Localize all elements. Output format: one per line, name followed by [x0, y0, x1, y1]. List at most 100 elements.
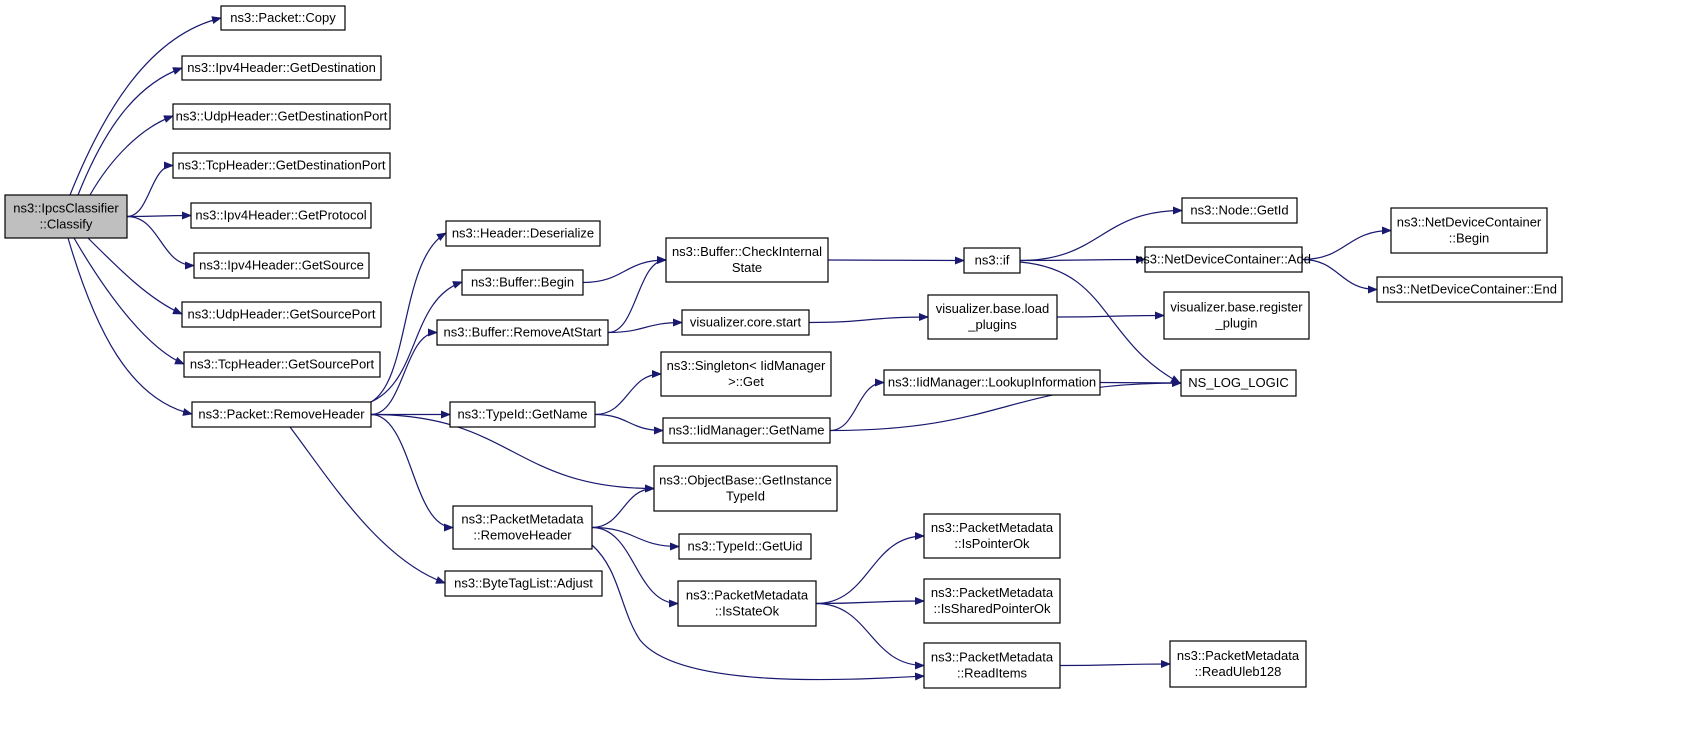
node-label: ns3::PacketMetadata: [1177, 648, 1300, 663]
function-node[interactable]: ns3::Ipv4Header::GetDestination: [181, 55, 382, 81]
call-edge: [827, 256, 965, 265]
function-node[interactable]: ns3::Packet::RemoveHeader: [191, 401, 372, 428]
node-label: ::ReadItems: [957, 666, 1028, 681]
function-node[interactable]: visualizer.core.start: [681, 309, 810, 336]
node-label: ns3::TypeId::GetName: [457, 407, 587, 422]
call-edge: [591, 526, 679, 608]
node-box: [436, 319, 609, 346]
node-box: [190, 202, 372, 229]
function-node[interactable]: ns3::IpcsClassifier::Classify: [4, 194, 128, 239]
node-label: ns3::PacketMetadata: [931, 520, 1054, 535]
call-edge: [1019, 255, 1146, 264]
node-box: [883, 369, 1101, 396]
node-box: [1144, 246, 1303, 273]
node-box: [172, 152, 391, 179]
function-node[interactable]: ns3::NetDeviceContainer::Add: [1136, 246, 1311, 273]
node-box: [181, 301, 382, 328]
node-label: ns3::TcpHeader::GetSourcePort: [190, 357, 375, 372]
call-edge: [829, 379, 1182, 432]
function-node[interactable]: ns3::Header::Deserialize: [445, 220, 601, 247]
node-label: ns3::PacketMetadata: [931, 650, 1054, 665]
node-label: ns3::IidManager::LookupInformation: [888, 375, 1096, 390]
call-edge: [594, 370, 662, 416]
call-edge: [126, 215, 195, 270]
node-label: ns3::Ipv4Header::GetSource: [199, 258, 364, 273]
node-label: visualizer.base.load: [936, 301, 1049, 316]
node-box: [181, 55, 382, 81]
function-node[interactable]: ns3::Node::GetId: [1181, 197, 1298, 224]
call-edge: [370, 413, 454, 532]
function-node[interactable]: ns3::NetDeviceContainer::Begin: [1390, 207, 1548, 254]
node-label: ns3::NetDeviceContainer::End: [1382, 282, 1557, 297]
function-node[interactable]: visualizer.base.load_plugins: [927, 294, 1058, 340]
call-edge: [815, 602, 925, 670]
function-node[interactable]: ns3::PacketMetadata::ReadUleb128: [1169, 640, 1307, 688]
function-node[interactable]: ns3::Buffer::RemoveAtStart: [436, 319, 609, 346]
function-node[interactable]: ns3::PacketMetadata::IsSharedPointerOk: [923, 578, 1061, 624]
function-node[interactable]: ns3::TypeId::GetName: [449, 401, 596, 428]
function-node[interactable]: ns3::PacketMetadata::IsPointerOk: [923, 513, 1061, 559]
call-edge: [1301, 226, 1392, 261]
function-node[interactable]: NS_LOG_LOGIC: [1180, 369, 1297, 397]
call-edge: [73, 237, 185, 365]
node-label: ns3::if: [975, 253, 1010, 268]
node-box: [1169, 640, 1307, 688]
call-edge: [370, 413, 655, 493]
node-box: [681, 309, 810, 336]
node-label: ns3::NetDeviceContainer::Add: [1136, 252, 1311, 267]
call-edge: [1019, 206, 1183, 262]
function-node[interactable]: ns3::TypeId::GetUid: [678, 533, 812, 560]
node-label: ::ReadUleb128: [1195, 664, 1282, 679]
function-node[interactable]: ns3::PacketMetadata::IsStateOk: [677, 580, 817, 627]
node-box: [1376, 276, 1563, 303]
function-node[interactable]: ns3::PacketMetadata::RemoveHeader: [452, 505, 593, 550]
function-node[interactable]: ns3::if: [963, 247, 1021, 274]
function-node[interactable]: ns3::Ipv4Header::GetProtocol: [190, 202, 372, 229]
node-box: [927, 294, 1058, 340]
function-node[interactable]: ns3::PacketMetadata::ReadItems: [923, 642, 1061, 689]
node-label: ns3::ObjectBase::GetInstance: [659, 473, 832, 488]
node-label: ns3::Node::GetId: [1190, 203, 1288, 218]
node-box: [172, 103, 391, 130]
call-edge: [815, 597, 925, 606]
function-node[interactable]: ns3::Singleton< IidManager >::Get: [660, 351, 832, 397]
function-node[interactable]: ns3::TcpHeader::GetDestinationPort: [172, 152, 391, 179]
call-edge: [1301, 258, 1378, 294]
function-node[interactable]: ns3::Packet::Copy: [220, 5, 346, 31]
node-label: ::Classify: [40, 217, 93, 232]
node-label: ns3::Packet::Copy: [230, 10, 336, 25]
function-node[interactable]: ns3::ByteTagList::Adjust: [444, 570, 603, 597]
function-node[interactable]: ns3::IidManager::GetName: [662, 417, 831, 444]
function-node[interactable]: ns3::NetDeviceContainer::End: [1376, 276, 1563, 303]
node-label: visualizer.core.start: [690, 315, 802, 330]
node-box: [4, 194, 128, 239]
function-node[interactable]: ns3::IidManager::LookupInformation: [883, 369, 1101, 396]
function-node[interactable]: ns3::UdpHeader::GetDestinationPort: [172, 103, 391, 130]
call-edge: [370, 232, 447, 403]
node-label: _plugin: [1215, 316, 1258, 331]
function-node[interactable]: ns3::Buffer::Begin: [461, 269, 584, 296]
node-box: [923, 642, 1061, 689]
node-box: [1181, 197, 1298, 224]
node-box: [183, 351, 381, 378]
function-node[interactable]: ns3::UdpHeader::GetSourcePort: [181, 301, 382, 328]
call-edge: [87, 237, 183, 315]
node-label: ns3::Ipv4Header::GetDestination: [187, 60, 376, 75]
node-label: NS_LOG_LOGIC: [1188, 375, 1288, 390]
node-label: ns3::IidManager::GetName: [668, 423, 824, 438]
node-label: _plugins: [967, 317, 1017, 332]
node-box: [963, 247, 1021, 274]
call-edge: [1056, 311, 1165, 320]
node-box: [191, 401, 372, 428]
node-label: ns3::Buffer::Begin: [471, 275, 574, 290]
node-label: ::Begin: [1449, 231, 1489, 246]
call-edge: [607, 318, 683, 334]
edges: [67, 16, 1392, 681]
function-node[interactable]: ns3::Ipv4Header::GetSource: [193, 252, 370, 279]
function-node[interactable]: ns3::TcpHeader::GetSourcePort: [183, 351, 381, 378]
node-box: [449, 401, 596, 428]
call-edge: [1019, 261, 1181, 384]
function-node[interactable]: visualizer.base.register_plugin: [1163, 291, 1310, 340]
